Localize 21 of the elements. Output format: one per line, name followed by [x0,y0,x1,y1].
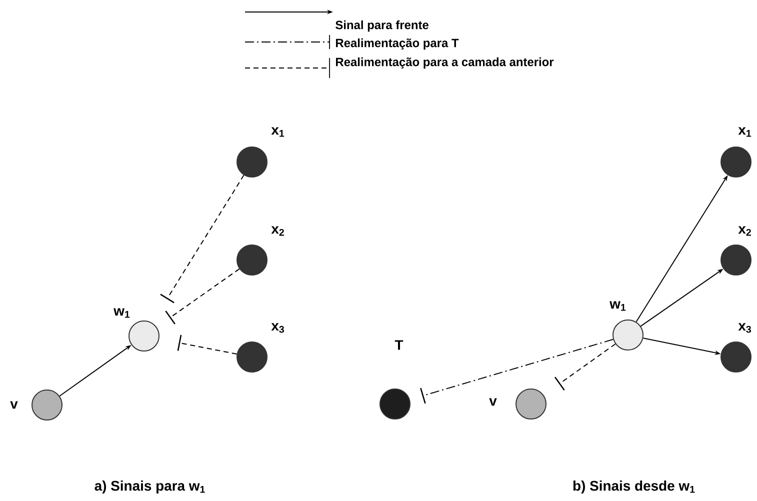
node-label: x$_{1}$ [738,127,752,137]
panel-caption: a) Sinais para w$_{1}$ [94,480,205,494]
node-label: v [489,398,497,406]
node-label: w$_{1}$ [114,308,130,318]
node-label: x$_{3}$ [738,323,751,333]
node-label: x$_{2}$ [271,226,284,236]
node-label: x$_{3}$ [271,323,284,333]
feedback-line [165,268,240,324]
node-label: x$_{2}$ [738,226,751,236]
panel-caption: b) Sinais desde w$_{1}$ [573,480,695,494]
node-label: v [10,401,18,409]
feedback-line [160,174,244,304]
feedback-line [554,343,616,391]
legend-text: Realimentação para a camada anterior [336,57,554,69]
feedback-line [420,338,614,404]
legend-text: Realimentação para T [336,38,459,50]
feedback-line [177,334,238,355]
legend-text: Sinal para frente [336,20,428,32]
node-label: w$_{1}$ [610,301,626,311]
node-label: T [394,340,404,350]
node-label: x$_{1}$ [271,127,284,137]
